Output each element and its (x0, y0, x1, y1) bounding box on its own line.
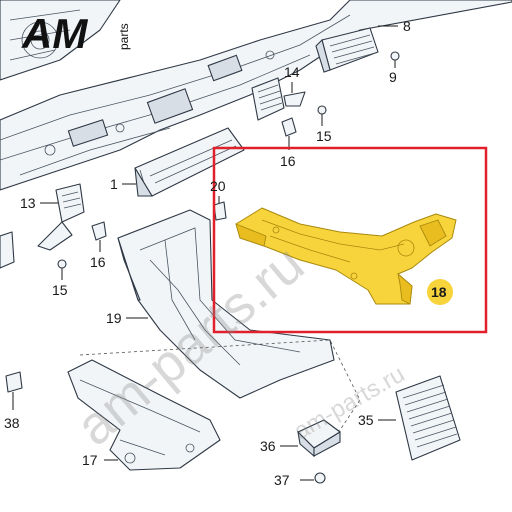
logo-main: AM (21, 10, 88, 57)
part-8-vent[interactable] (315, 27, 379, 73)
callout-20[interactable]: 20 (210, 178, 226, 194)
part-18-callout-badge (427, 279, 453, 305)
part-9-screw[interactable] (390, 51, 400, 68)
part-15-screw-left[interactable] (57, 259, 67, 280)
part-1-duct[interactable] (134, 127, 245, 197)
callout-9[interactable]: 9 (389, 69, 397, 85)
part-36-module[interactable] (297, 419, 341, 458)
callout-37[interactable]: 37 (274, 472, 290, 488)
highlight-box (212, 146, 488, 334)
part-18-crossmember[interactable] (235, 207, 457, 305)
logo-sub: parts (117, 23, 131, 50)
part-16-clip-top[interactable] (281, 117, 297, 150)
part-16-clip-left[interactable] (91, 221, 107, 252)
callout-14[interactable]: 14 (284, 64, 300, 80)
part-14-vent[interactable] (251, 77, 306, 121)
left-edge-part (0, 231, 15, 269)
callout-36[interactable]: 36 (260, 438, 276, 454)
callout-15-top[interactable]: 15 (316, 128, 332, 144)
part-13-vent[interactable] (37, 183, 85, 251)
callout-16-left[interactable]: 16 (90, 254, 106, 270)
part-20-clip[interactable] (213, 196, 227, 221)
part-37-screw[interactable] (300, 472, 326, 484)
callout-38[interactable]: 38 (4, 415, 20, 431)
callout-8[interactable]: 8 (403, 18, 411, 34)
callout-16-top[interactable]: 16 (280, 153, 296, 169)
callout-18[interactable]: 18 (431, 284, 447, 300)
callout-17[interactable]: 17 (82, 452, 98, 468)
callout-labels: 8 9 14 15 16 1 20 13 16 15 19 18 38 35 3… (4, 18, 447, 488)
callout-19[interactable]: 19 (106, 310, 122, 326)
part-17-lower-bracket[interactable] (67, 359, 221, 471)
dashboard-carrier (0, 0, 512, 191)
watermark-small: am-parts.ru (290, 360, 410, 445)
callout-13[interactable]: 13 (20, 195, 36, 211)
part-15-screw-top[interactable] (317, 105, 327, 126)
part-38-clip[interactable] (5, 371, 23, 410)
callout-15-left[interactable]: 15 (52, 282, 68, 298)
callout-1[interactable]: 1 (110, 176, 118, 192)
part-19-tunnel-bracket[interactable] (117, 209, 335, 399)
am-parts-logo: AM parts (21, 10, 131, 57)
callout-35[interactable]: 35 (358, 412, 374, 428)
part-35-grille[interactable] (395, 375, 461, 461)
